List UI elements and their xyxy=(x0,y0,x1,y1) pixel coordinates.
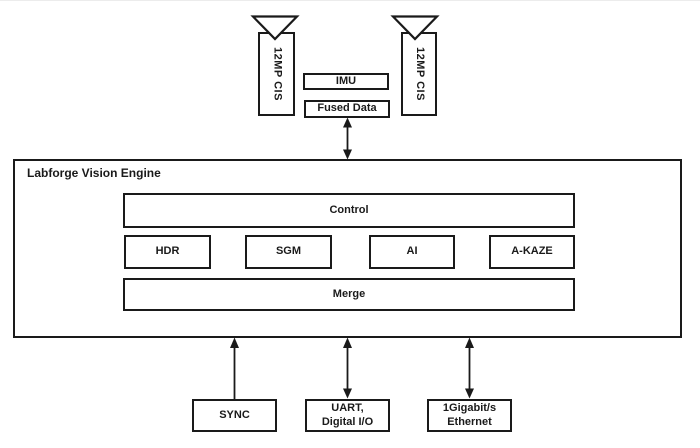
module-label-ai: AI xyxy=(406,245,418,258)
vision-engine-box xyxy=(13,159,682,338)
sensor-left-box: 12MP CIS xyxy=(258,32,295,116)
module-box-ai: AI xyxy=(369,235,455,269)
control-box: Control xyxy=(123,193,575,228)
module-label-hdr: HDR xyxy=(155,245,180,258)
ethernet-box: 1Gigabit/s Ethernet xyxy=(427,399,512,432)
imu-label: IMU xyxy=(335,74,357,87)
module-label-sgm: SGM xyxy=(275,245,302,258)
merge-box: Merge xyxy=(123,278,575,311)
sensor-left-label: 12MP CIS xyxy=(271,47,284,101)
uart-label-line2: Digital I/O xyxy=(321,415,374,428)
fused-data-box: Fused Data xyxy=(304,100,390,118)
sync-box: SYNC xyxy=(192,399,277,432)
module-box-akaze: A-KAZE xyxy=(489,235,575,269)
merge-label: Merge xyxy=(332,287,366,300)
module-box-hdr: HDR xyxy=(124,235,211,269)
imu-box: IMU xyxy=(303,73,389,90)
sensor-right-box: 12MP CIS xyxy=(401,32,437,116)
sensor-right-label: 12MP CIS xyxy=(413,47,426,101)
control-label: Control xyxy=(329,203,369,216)
uart-box: UART, Digital I/O xyxy=(305,399,390,432)
sync-label: SYNC xyxy=(219,408,250,421)
module-label-akaze: A-KAZE xyxy=(511,245,553,258)
arrow-uart-engine xyxy=(343,337,352,399)
vision-engine-title: Labforge Vision Engine xyxy=(27,166,161,180)
arrow-ethernet-engine xyxy=(465,337,474,399)
arrow-sync-engine xyxy=(230,337,239,399)
fused-data-label: Fused Data xyxy=(317,102,377,115)
uart-label-line1: UART, xyxy=(331,401,364,414)
module-box-sgm: SGM xyxy=(245,235,332,269)
ethernet-label-line2: Ethernet xyxy=(447,415,492,428)
arrow-fused-engine xyxy=(343,117,352,160)
ethernet-label-line1: 1Gigabit/s xyxy=(442,401,497,414)
